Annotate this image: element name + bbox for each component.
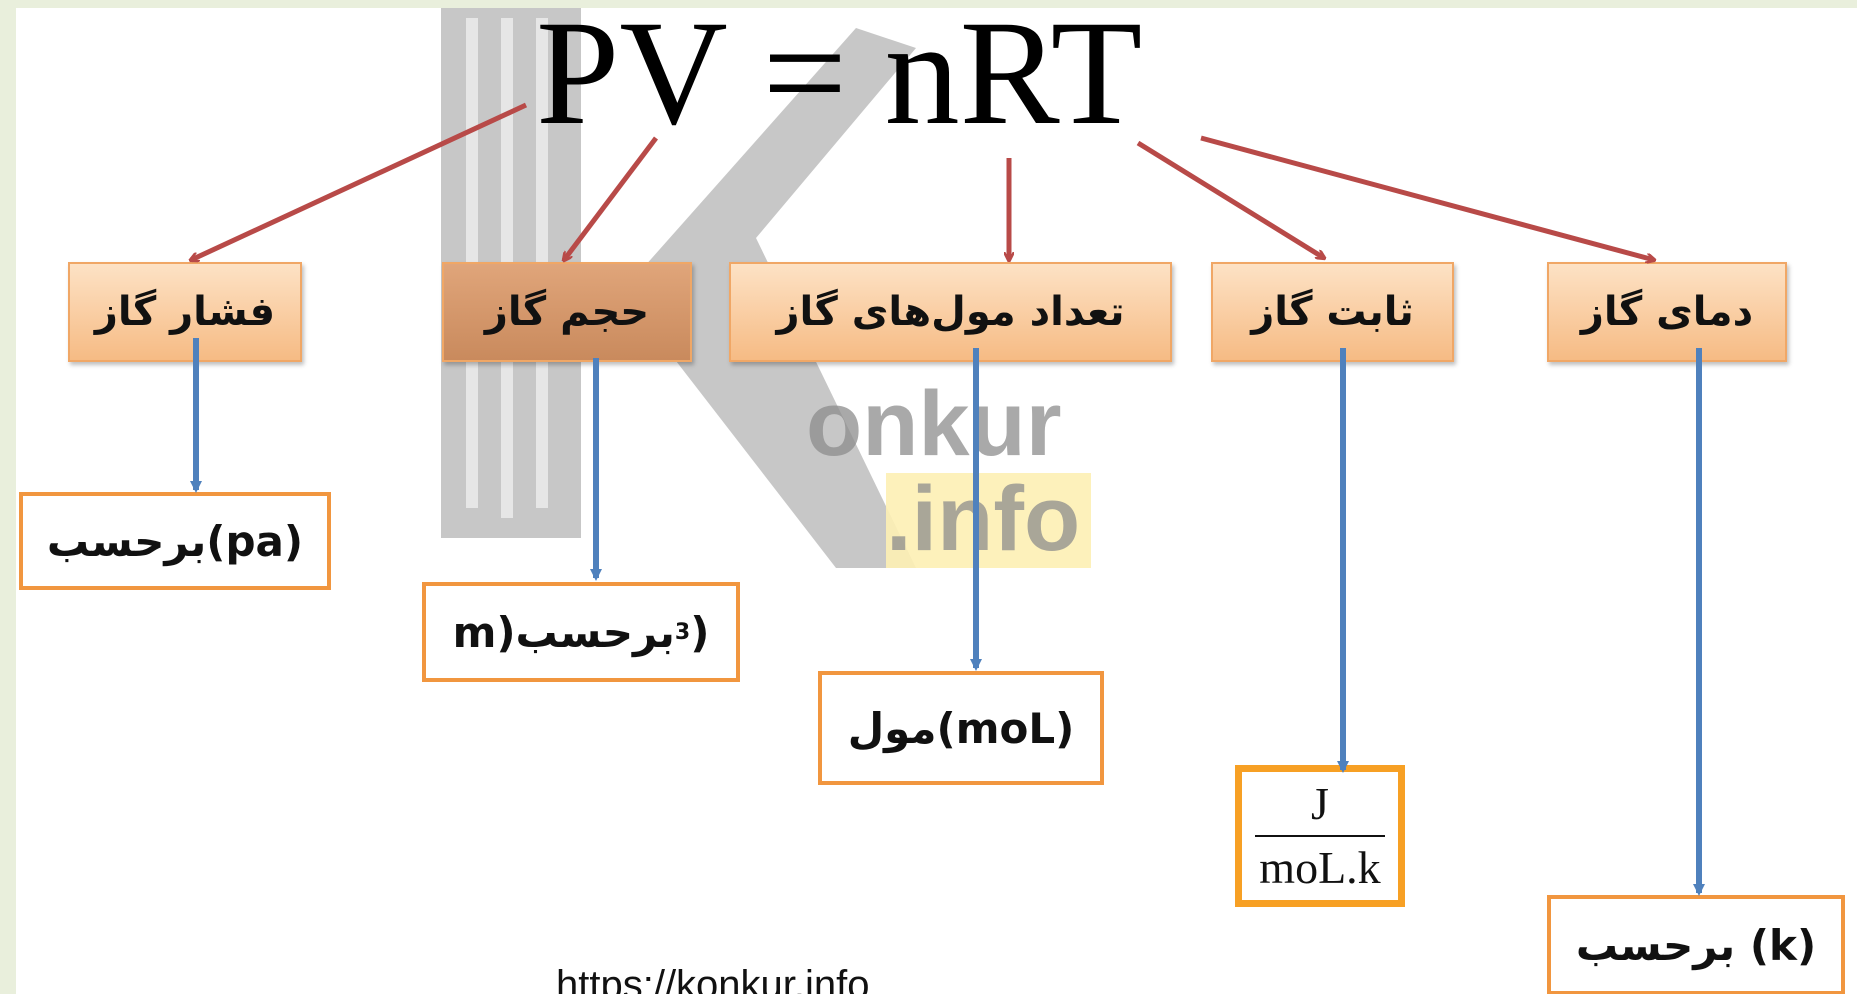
ideal-gas-formula: PV = nRT [536, 8, 1143, 156]
source-url: https://konkur.info [556, 963, 870, 994]
watermark-text-onkur: onkur [806, 373, 1062, 475]
unit-pressure: برحسب(pa) [19, 492, 331, 590]
unit-gas-constant-numerator: J [1311, 778, 1329, 829]
watermark-text-info: .info [886, 468, 1081, 570]
unit-gas-constant: J moL.k [1235, 765, 1405, 907]
arrows-layer [16, 102, 1705, 896]
watermark-highlight [886, 473, 1091, 568]
unit-volume-exponent: 3 [674, 619, 691, 645]
unit-gas-constant-denominator: moL.k [1259, 842, 1381, 893]
arrow-v-to-volume [564, 136, 658, 260]
diagram-canvas: onkur .info PV = nRT فشار گاز حجم گاز تع… [16, 8, 1857, 994]
arrow-p-to-pressure [191, 102, 528, 260]
arrow-r-to-gas-constant [1136, 140, 1324, 258]
unit-moles: مول(moL) [818, 671, 1104, 785]
unit-temperature: برحسب (k) [1547, 895, 1845, 994]
term-volume: حجم گاز [442, 262, 692, 362]
term-moles: تعداد مول‌های گاز [729, 262, 1172, 362]
term-gas-constant: ثابت گاز [1211, 262, 1454, 362]
term-pressure: فشار گاز [68, 262, 302, 362]
fraction-bar [1255, 835, 1385, 837]
arrow-t-to-temperature [1200, 135, 1654, 260]
unit-volume-text: برحسب(m [452, 607, 675, 657]
term-temperature: دمای گاز [1547, 262, 1787, 362]
unit-volume-close: ) [690, 607, 710, 657]
